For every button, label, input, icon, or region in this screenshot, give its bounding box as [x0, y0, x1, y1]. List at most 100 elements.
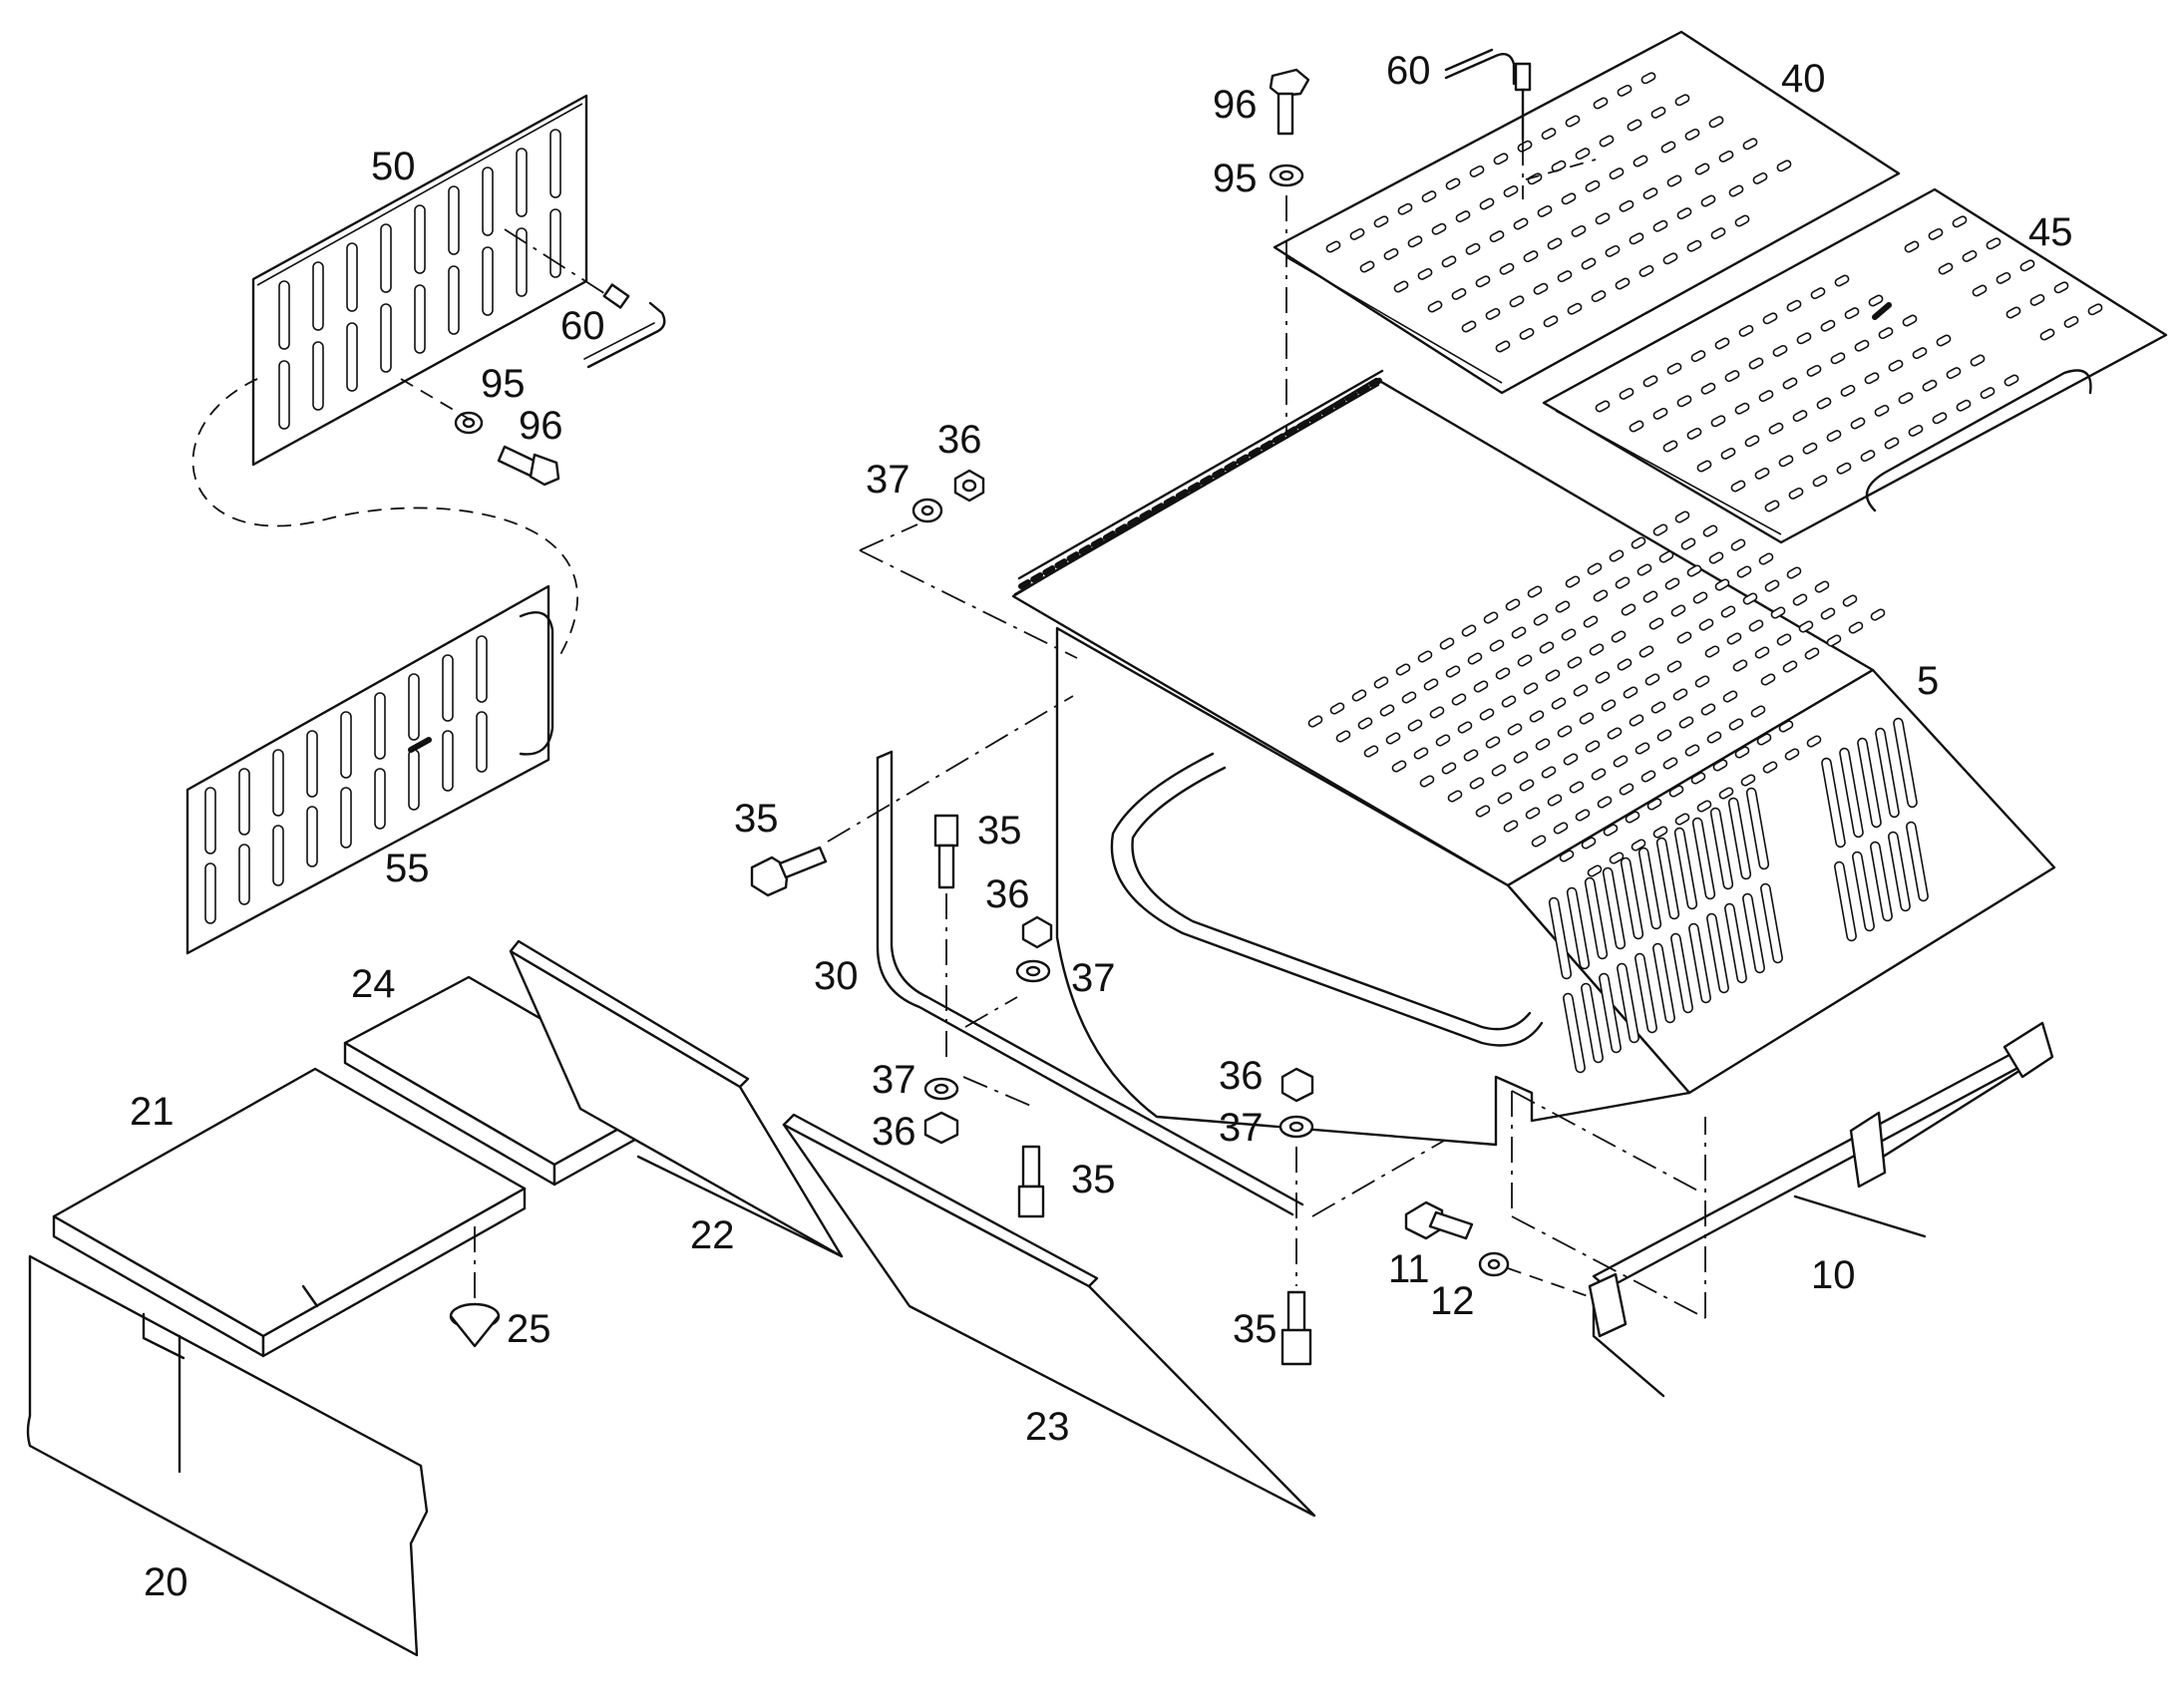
- grille-slot: [1429, 706, 1445, 719]
- grille-slot: [1507, 723, 1523, 736]
- panel-slot: [1686, 239, 1702, 252]
- grille-slot: [1447, 790, 1463, 803]
- grille-slot: [1527, 585, 1543, 598]
- panel-slot: [1792, 410, 1808, 423]
- grille-slot: [1505, 598, 1521, 611]
- panel-slot: [1461, 320, 1477, 333]
- grille-slot: [1391, 760, 1407, 773]
- panel-slot: [1650, 106, 1666, 119]
- grille-slot: [1535, 738, 1551, 751]
- grille-slot: [1511, 626, 1527, 639]
- panel-slot: [1652, 219, 1668, 232]
- panel-slot: [278, 360, 290, 430]
- part-36-nut-mid: [1021, 915, 1053, 949]
- panel-slot: [1962, 249, 1978, 262]
- panel-slot: [1752, 171, 1768, 184]
- grille-slot: [1501, 695, 1517, 708]
- panel-slot: [1417, 267, 1433, 280]
- callout-40: 40: [1781, 57, 1826, 101]
- panel-slot: [1642, 375, 1658, 388]
- part-60-pin-top: [1444, 48, 1532, 142]
- grille-slot: [1579, 712, 1595, 725]
- callout-37-low: 37: [872, 1058, 916, 1102]
- grille-slot: [1745, 787, 1770, 870]
- panel-slot: [1986, 237, 2001, 250]
- grille-slot: [1804, 647, 1820, 660]
- panel-slot: [549, 129, 561, 198]
- housing-front-grille: [1548, 717, 1929, 1074]
- panel-slot: [1938, 262, 1954, 275]
- grille-slot: [1451, 693, 1467, 706]
- panel-slot: [1762, 312, 1778, 325]
- part-37-washer-low: [923, 1077, 959, 1101]
- callout-21: 21: [130, 1090, 175, 1134]
- panel-slot: [1633, 155, 1648, 168]
- panel-slot: [1609, 168, 1625, 180]
- panel-slot: [1874, 404, 1890, 417]
- grille-slot: [1609, 852, 1625, 864]
- grille-slot: [1814, 580, 1830, 593]
- grille-slot: [1469, 777, 1485, 790]
- part-55-panel: [185, 584, 554, 955]
- grille-slot: [1680, 537, 1696, 550]
- grille-slot: [1593, 589, 1609, 602]
- grille-slot: [1379, 704, 1395, 717]
- grille-slot: [1842, 594, 1858, 607]
- grille-slot: [1599, 972, 1622, 1054]
- part-37-washer-mid: [1015, 959, 1051, 983]
- grille-slot: [1569, 781, 1585, 794]
- panel-slot: [1666, 174, 1682, 187]
- grille-slot: [1728, 718, 1744, 731]
- callout-96-left: 96: [519, 404, 563, 448]
- panel-slot: [1599, 135, 1615, 148]
- grille-slot: [1585, 740, 1601, 753]
- panel-slot: [1509, 295, 1525, 308]
- grille-slot: [1709, 807, 1734, 890]
- grille-slot: [1690, 772, 1706, 785]
- panel-slot: [1820, 319, 1836, 332]
- panel-slot: [1694, 163, 1710, 175]
- panel-slot: [1605, 244, 1621, 257]
- panel-slot: [1567, 302, 1583, 315]
- grille-slot: [1555, 600, 1571, 613]
- grille-slot: [1373, 676, 1389, 689]
- grille-slot: [1581, 982, 1604, 1064]
- panel-slot: [1796, 332, 1812, 345]
- grille-slot: [1529, 710, 1545, 723]
- grille-slot: [1335, 730, 1351, 743]
- grille-slot: [1631, 536, 1646, 549]
- grille-slot: [1636, 563, 1652, 576]
- grille-slot: [1798, 620, 1814, 633]
- grille-slot: [1748, 619, 1764, 632]
- panel-slot: [1593, 97, 1609, 110]
- panel-slot: [1575, 148, 1591, 161]
- grille-slot: [1786, 566, 1802, 579]
- grille-slot: [1676, 631, 1692, 644]
- grille-slot: [1692, 591, 1708, 604]
- grille-slot: [1646, 798, 1662, 811]
- panel-slot: [1728, 184, 1744, 197]
- panel-slot: [1455, 210, 1471, 223]
- grille-slot: [1597, 796, 1613, 809]
- panel-slot: [278, 280, 290, 350]
- grille-slot: [1668, 785, 1684, 798]
- panel-slot: [1768, 422, 1784, 435]
- callout-30: 30: [814, 954, 859, 998]
- grille-slot: [1584, 876, 1609, 960]
- callout-36-right: 36: [1219, 1054, 1264, 1098]
- part-12-washer: [1478, 1251, 1510, 1277]
- panel-slot: [1676, 395, 1692, 408]
- panel-slot: [1441, 255, 1457, 268]
- panel-slot: [1836, 462, 1852, 475]
- panel-slot: [448, 185, 460, 255]
- grille-slot: [1525, 807, 1541, 820]
- panel-slot: [1489, 230, 1505, 243]
- grille-slot: [1792, 593, 1808, 606]
- grille-slot: [1523, 682, 1539, 695]
- grille-slot: [1664, 577, 1680, 590]
- panel-slot: [374, 692, 386, 760]
- panel-slot: [1595, 400, 1611, 413]
- grille-slot: [1784, 748, 1800, 761]
- grille-slot: [1497, 792, 1513, 805]
